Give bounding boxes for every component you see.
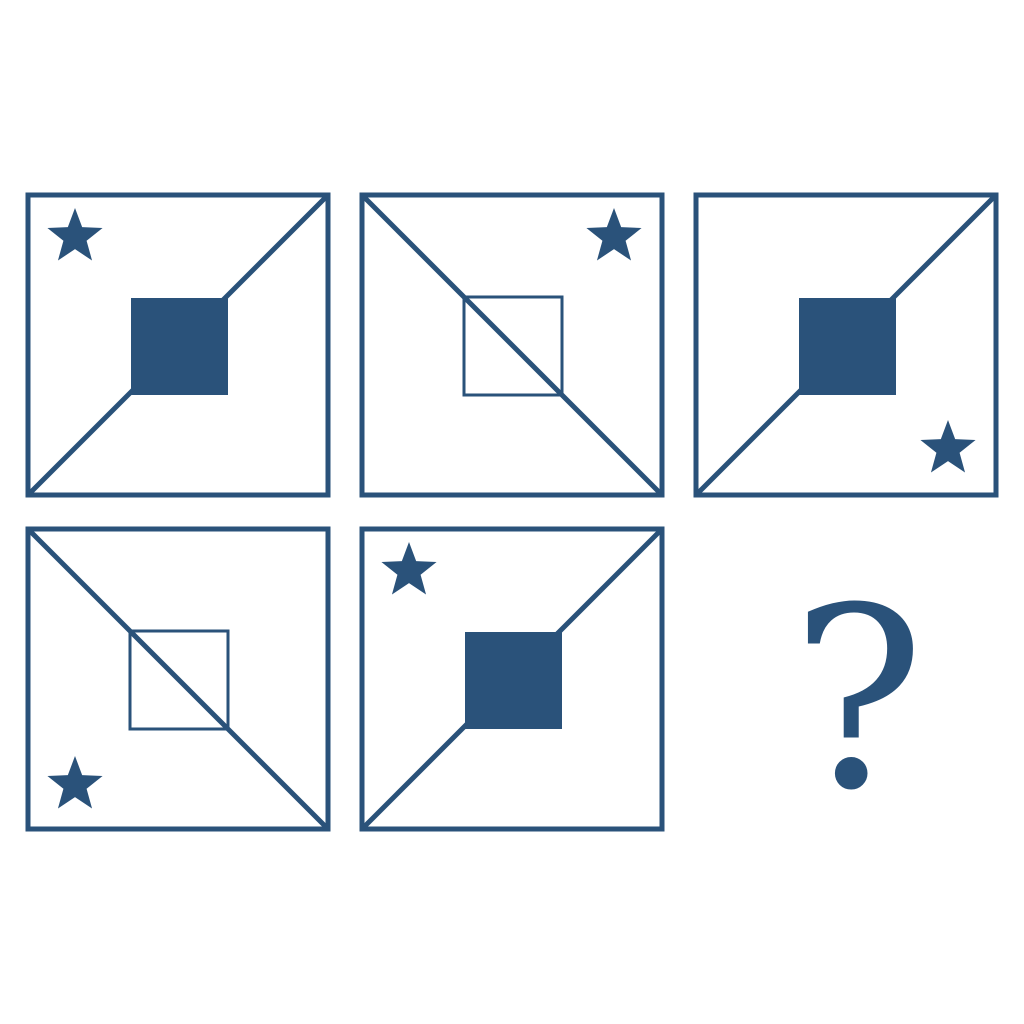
star-icon: [47, 756, 103, 809]
filled-square: [465, 632, 562, 729]
panel-5: [359, 526, 665, 832]
star-icon: [47, 208, 103, 261]
filled-square: [799, 298, 896, 395]
diagonal-line: [26, 527, 330, 831]
star-icon: [586, 208, 642, 261]
outline-square: [128, 629, 230, 731]
question-mark: ?: [791, 554, 925, 845]
star-icon: [920, 420, 976, 473]
outline-square: [462, 295, 564, 397]
panel-1: [25, 192, 331, 498]
star-icon: [381, 542, 437, 595]
panel-grid: [25, 192, 999, 832]
diagonal-line: [360, 193, 664, 497]
panel-2: [359, 192, 665, 498]
panel-3: [693, 192, 999, 498]
filled-square: [131, 298, 228, 395]
panel-4: [25, 526, 331, 832]
